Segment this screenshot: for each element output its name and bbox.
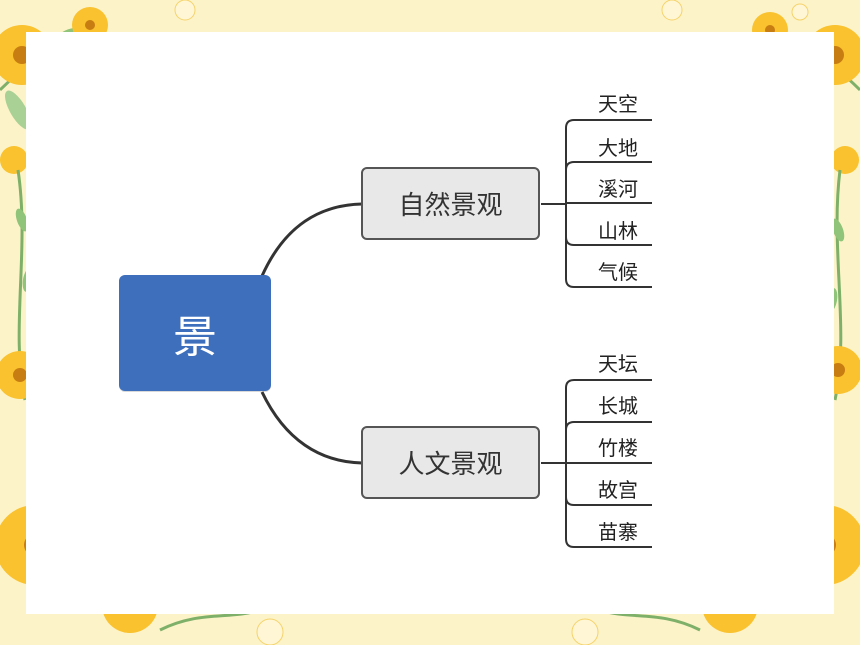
leaf-node: 天坛 [598, 352, 638, 376]
leaf-node: 气候 [598, 260, 638, 284]
root-node-label: 景 [173, 312, 217, 363]
branch-node-label: 人文景观 [398, 450, 503, 480]
leaf-node: 竹楼 [598, 436, 638, 460]
leaf-node: 天空 [598, 92, 638, 116]
connector-root-to-culture [260, 391, 363, 465]
connector-leaf [565, 161, 652, 204]
leaf-node: 山林 [598, 219, 638, 243]
connector-leaf [565, 204, 652, 288]
connector-leaf [565, 119, 652, 204]
branch-node-culture: 人文景观 [361, 426, 540, 499]
leaf-node: 故宫 [598, 478, 638, 502]
branch-node-nature: 自然景观 [361, 167, 540, 240]
connector-root-to-nature [260, 202, 363, 277]
root-node: 景 [119, 275, 271, 391]
connector-leaf [565, 421, 652, 463]
connector-leaf [565, 463, 652, 548]
branch-node-label: 自然景观 [398, 191, 503, 221]
leaf-node: 长城 [598, 394, 638, 418]
leaf-node: 苗寨 [598, 520, 638, 544]
leaf-node: 大地 [598, 136, 638, 160]
leaf-node: 溪河 [598, 177, 638, 201]
connector-leaf [565, 379, 652, 463]
